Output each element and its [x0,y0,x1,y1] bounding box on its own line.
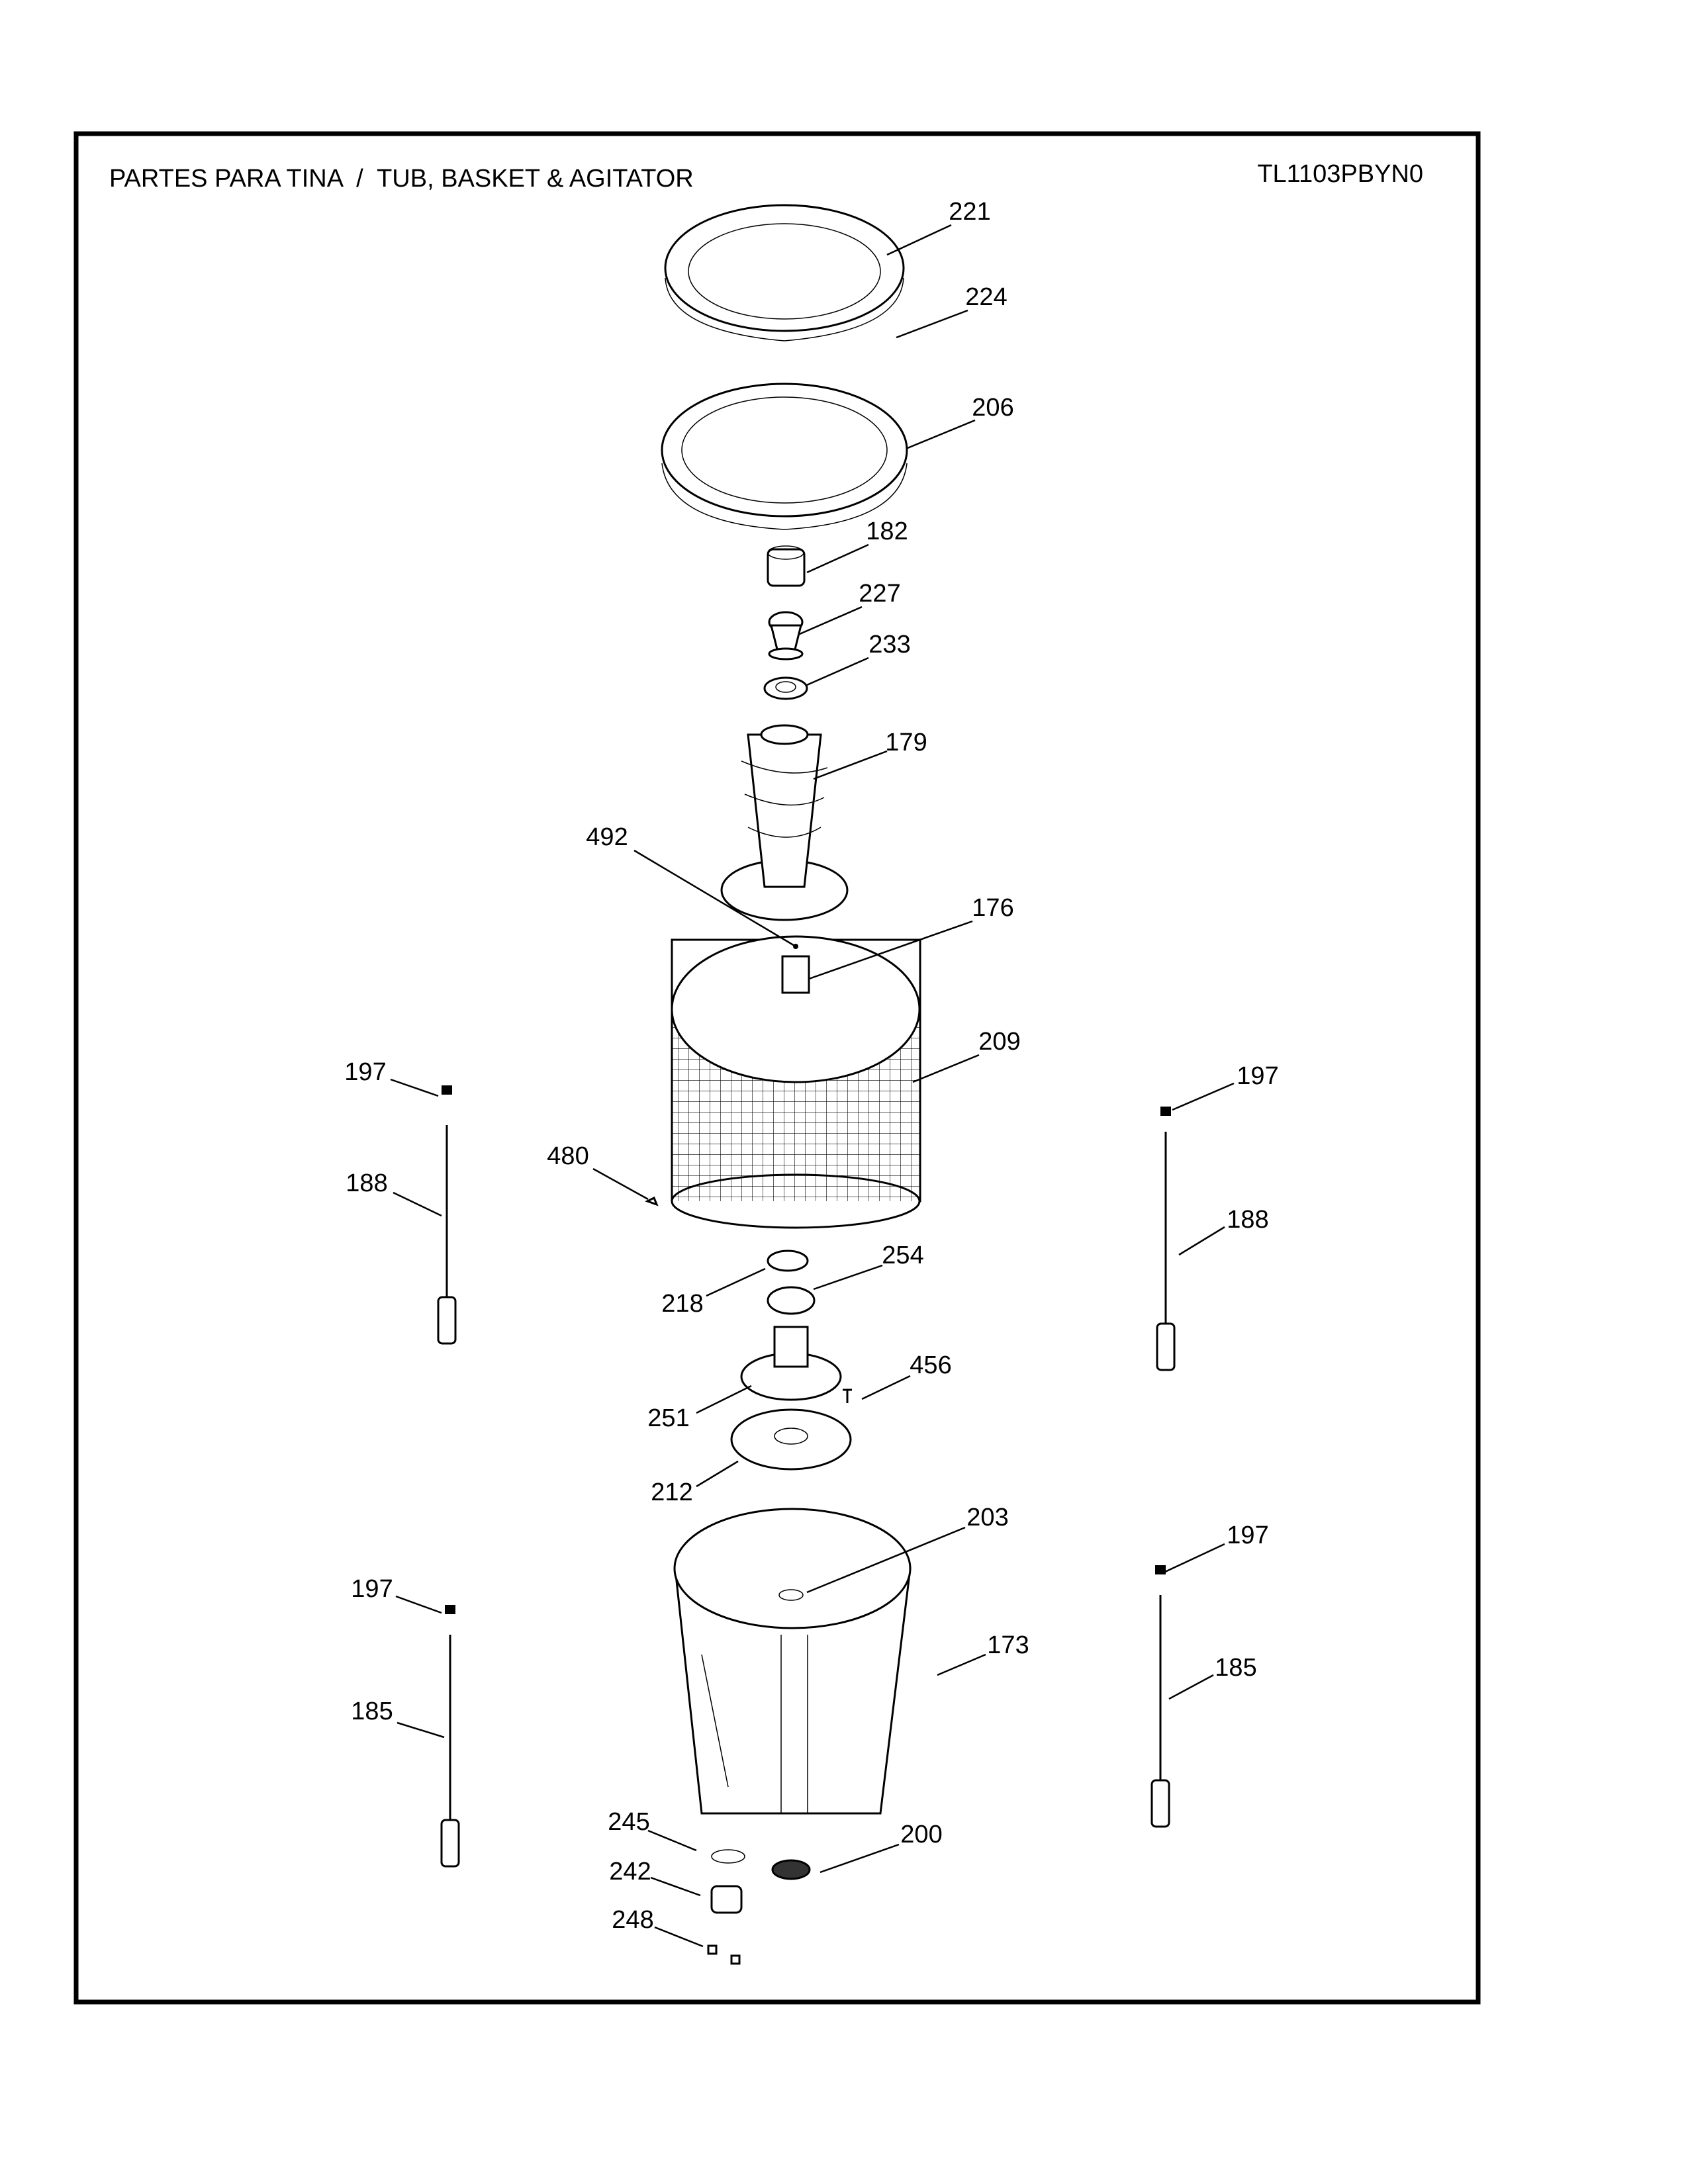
part-212-mounting-plate [730,1408,852,1471]
callout-197-left-upper: 197 [344,1058,386,1086]
callout-212: 212 [651,1479,692,1506]
suspension-rod-left-upper [437,1085,457,1345]
part-209-basket [671,935,921,1229]
suspension-rod-right-upper [1156,1107,1176,1371]
callout-188-left: 188 [346,1169,387,1197]
callout-203: 203 [966,1504,1008,1531]
callout-251: 251 [647,1404,689,1432]
callout-182: 182 [866,518,908,545]
part-480-screw [645,1196,659,1206]
callout-492: 492 [586,823,628,851]
part-254-gear [767,1286,816,1315]
part-176-hub [781,955,810,994]
callout-197-right-lower: 197 [1227,1522,1268,1549]
diagram-title: PARTES PARA TINA / TUB, BASKET & AGITATO… [109,165,694,193]
part-242-bushing [710,1885,743,1914]
callout-221: 221 [949,198,990,226]
part-200-seal [771,1859,811,1880]
suspension-rod-right-lower [1150,1565,1170,1828]
model-number: TL1103PBYN0 [1257,160,1423,188]
callout-248: 248 [612,1906,653,1934]
callout-200: 200 [900,1821,942,1848]
part-233-cam [763,676,808,700]
part-221-tub-cover [664,204,905,341]
callout-456: 456 [910,1351,951,1379]
part-179-agitator [720,724,849,921]
callout-227: 227 [859,580,900,608]
part-456-screw [843,1388,852,1403]
callout-197-right-upper: 197 [1237,1062,1278,1090]
callout-245: 245 [608,1808,649,1836]
callout-176: 176 [972,894,1013,922]
part-203-ring [778,1589,804,1601]
callout-233: 233 [868,631,910,659]
callout-254: 254 [882,1242,923,1269]
callout-185-right: 185 [1215,1654,1256,1682]
callout-179: 179 [885,729,927,756]
callout-173: 173 [987,1631,1029,1659]
callout-185-left: 185 [351,1698,393,1725]
suspension-rod-left-lower [440,1605,460,1868]
diagram-frame [73,131,1481,2005]
part-251-hub [740,1326,842,1401]
part-245-oring [711,1849,745,1864]
callout-209: 209 [978,1028,1020,1056]
callout-480: 480 [547,1142,588,1170]
callout-188-right: 188 [1227,1206,1268,1234]
callout-206: 206 [972,394,1013,422]
callout-242: 242 [609,1858,651,1886]
callout-197-left-lower: 197 [351,1575,393,1603]
part-227-dogs [768,611,804,660]
callout-224: 224 [965,283,1007,311]
part-173-outer-tub [673,1508,912,1815]
part-218-seal [767,1250,809,1272]
part-248-clips [707,1944,741,1965]
part-182-cap [767,545,806,587]
callout-218: 218 [661,1290,703,1318]
part-206-balance-ring [661,383,908,530]
leader-lines [390,224,1235,1948]
